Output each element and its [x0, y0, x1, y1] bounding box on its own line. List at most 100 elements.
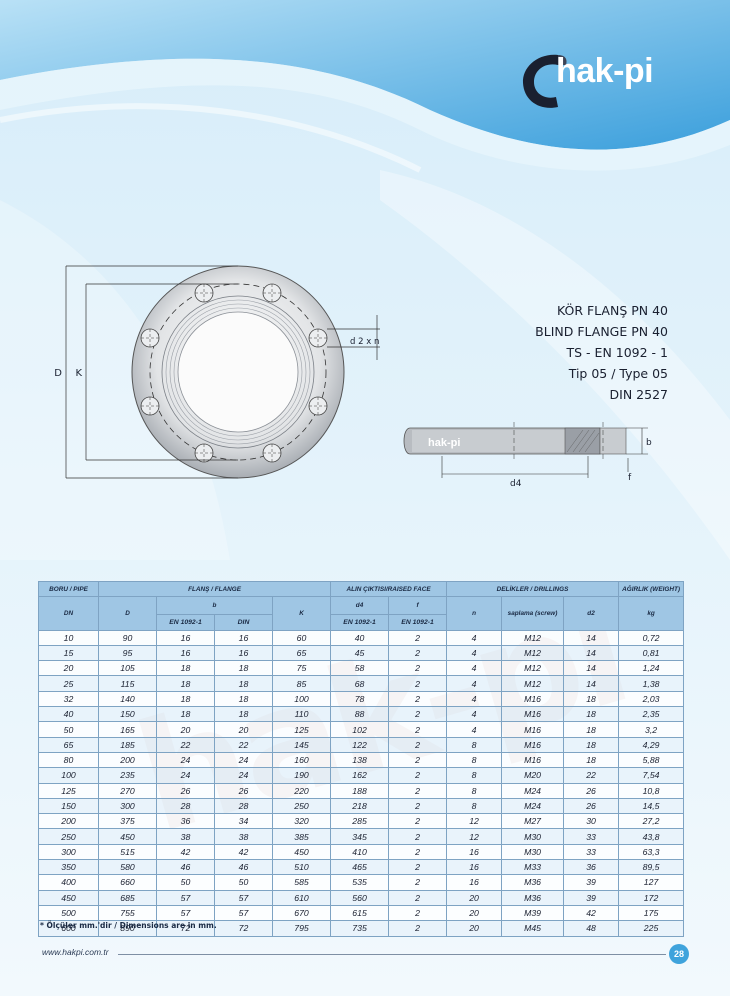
- table-cell: 72: [156, 920, 215, 937]
- table-cell: 20: [446, 889, 503, 906]
- table-cell: 235: [98, 767, 157, 784]
- table-cell: 300: [98, 797, 157, 815]
- table-cell: 610: [271, 889, 332, 906]
- header-d2: d2: [563, 596, 620, 631]
- table-cell: 16: [156, 629, 215, 646]
- flange-side-view: [403, 422, 627, 460]
- label-d4: d4: [510, 479, 522, 489]
- table-cell: 2: [388, 767, 448, 784]
- table-cell: M20: [501, 767, 565, 784]
- table-cell: 58: [330, 660, 390, 677]
- label-d2xn: d 2 x n: [350, 337, 379, 347]
- footer-divider: [118, 954, 666, 955]
- table-cell: M39: [501, 904, 565, 922]
- table-cell: 795: [271, 920, 332, 937]
- table-cell: 14: [563, 629, 620, 646]
- table-cell: 43,8: [618, 828, 685, 845]
- header-en-1: EN 1092-1: [156, 614, 215, 631]
- table-cell: 4: [446, 675, 503, 692]
- table-cell: 2: [388, 920, 448, 937]
- table-cell: 20: [214, 721, 273, 738]
- header-din: DIN: [214, 614, 273, 631]
- table-cell: 2: [388, 813, 448, 830]
- table-cell: 165: [98, 721, 157, 738]
- table-cell: 33: [563, 828, 620, 845]
- table-cell: 2: [388, 751, 448, 769]
- table-cell: 200: [38, 813, 99, 830]
- table-cell: 375: [98, 813, 157, 830]
- table-cell: 24: [214, 751, 273, 769]
- table-cell: 45: [330, 644, 390, 662]
- table-cell: 32: [38, 690, 99, 708]
- table-cell: 28: [214, 797, 273, 815]
- table-cell: 20: [156, 721, 215, 738]
- table-cell: 100: [271, 690, 332, 708]
- table-cell: 670: [271, 904, 332, 922]
- table-cell: M16: [501, 751, 565, 769]
- table-cell: 63,3: [618, 843, 685, 861]
- table-cell: 2: [388, 629, 448, 646]
- footer-website-link[interactable]: www.hakpi.com.tr: [42, 947, 109, 957]
- table-cell: 300: [38, 843, 99, 861]
- table-cell: 2: [388, 736, 448, 753]
- table-cell: 28: [156, 797, 215, 815]
- table-cell: 140: [98, 690, 157, 708]
- table-cell: 18: [156, 706, 215, 723]
- table-cell: 345: [330, 828, 390, 845]
- table-cell: 36: [563, 859, 620, 876]
- table-cell: 4: [446, 629, 503, 646]
- table-cell: 400: [38, 874, 99, 891]
- label-D: D: [54, 368, 62, 379]
- table-cell: 24: [214, 767, 273, 784]
- table-cell: 4: [446, 660, 503, 677]
- table-cell: 580: [98, 859, 157, 876]
- header-f: f: [388, 596, 448, 616]
- table-cell: M24: [501, 797, 565, 815]
- page-number: 28: [669, 944, 689, 964]
- table-cell: 500: [38, 904, 99, 922]
- table-cell: 22: [563, 767, 620, 784]
- table-cell: 57: [156, 904, 215, 922]
- table-cell: 18: [214, 660, 273, 677]
- header-delik: DELİKLER / DRILLINGS: [446, 580, 620, 598]
- table-cell: M16: [501, 706, 565, 723]
- table-cell: 95: [98, 644, 157, 662]
- table-cell: 18: [156, 660, 215, 677]
- table-cell: 2,03: [618, 690, 685, 708]
- table-cell: 24: [156, 751, 215, 769]
- table-cell: 90: [98, 629, 157, 646]
- table-cell: 50: [156, 874, 215, 891]
- table-cell: 122: [330, 736, 390, 753]
- table-cell: M45: [501, 920, 565, 937]
- table-cell: 188: [330, 782, 390, 799]
- header-dn: DN: [38, 596, 99, 631]
- table-cell: 14,5: [618, 797, 685, 815]
- table-cell: 16: [446, 859, 503, 876]
- table-cell: 40: [38, 706, 99, 723]
- table-cell: 4: [446, 690, 503, 708]
- table-cell: 735: [330, 920, 390, 937]
- table-cell: 2: [388, 675, 448, 692]
- table-cell: 89,5: [618, 859, 685, 876]
- table-cell: 3,2: [618, 721, 685, 738]
- table-cell: 42: [156, 843, 215, 861]
- product-title-block: KÖR FLANŞ PN 40 BLIND FLANGE PN 40 TS - …: [535, 300, 668, 405]
- table-cell: M24: [501, 782, 565, 799]
- header-alin: ALIN ÇIKTISI/RAISED FACE: [330, 580, 448, 598]
- table-cell: 105: [98, 660, 157, 677]
- header-row-groups: BORU / PIPE FLANŞ / FLANGE ALIN ÇIKTISI/…: [38, 580, 685, 598]
- header-d: D: [98, 596, 157, 631]
- table-cell: 36: [156, 813, 215, 830]
- table-cell: M16: [501, 736, 565, 753]
- table-cell: 2: [388, 782, 448, 799]
- table-cell: 85: [271, 675, 332, 692]
- table-cell: 46: [156, 859, 215, 876]
